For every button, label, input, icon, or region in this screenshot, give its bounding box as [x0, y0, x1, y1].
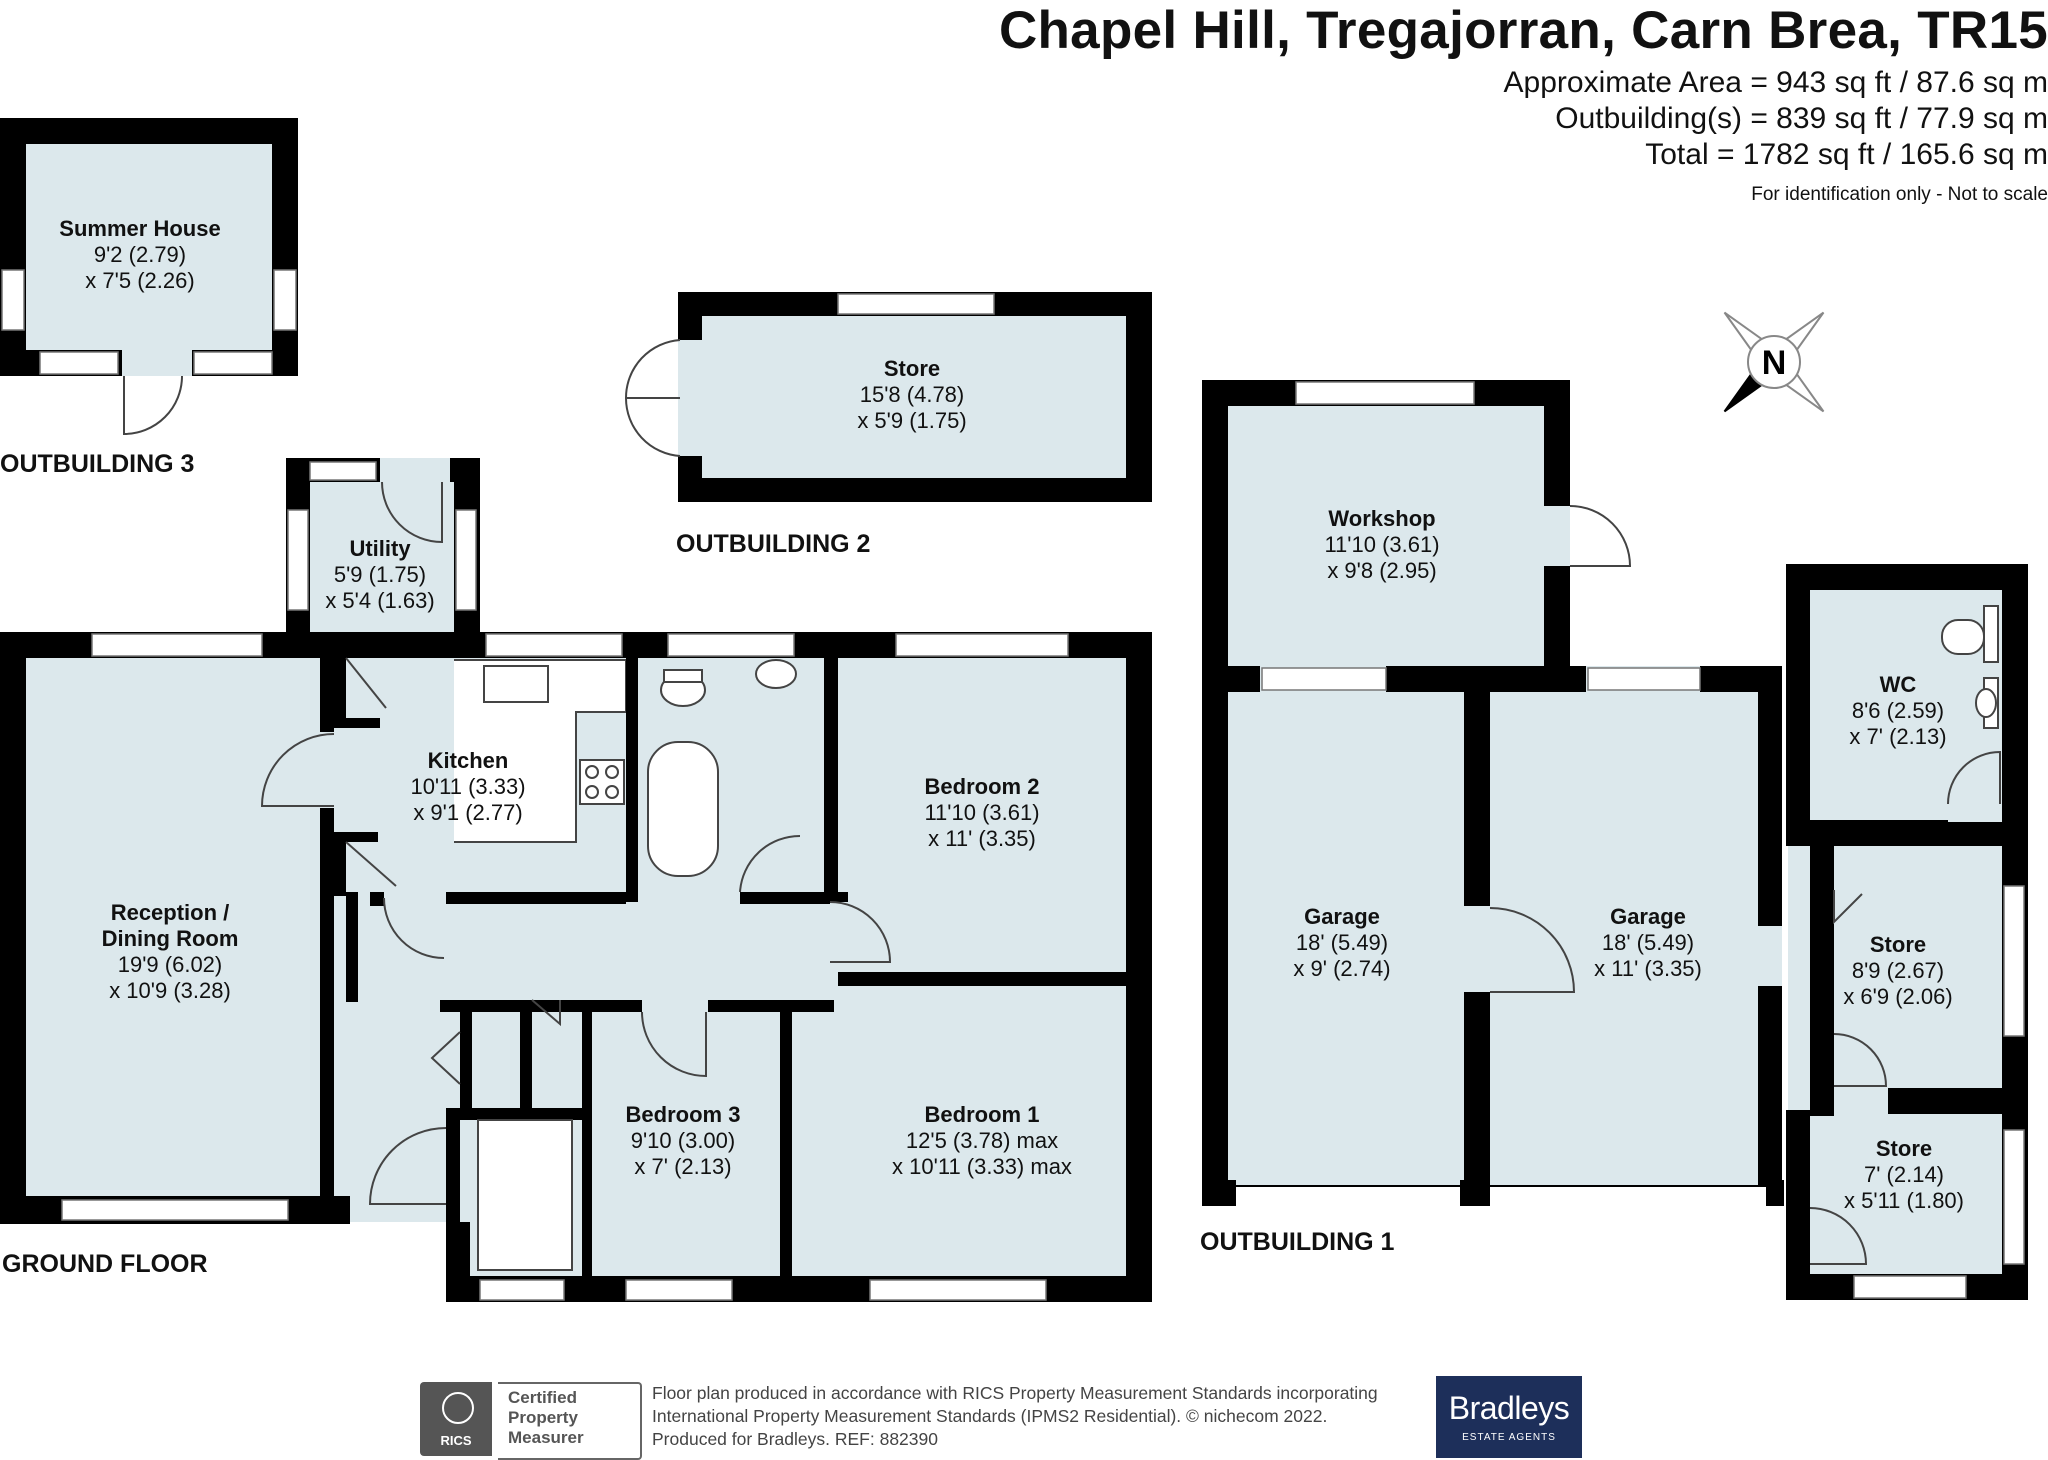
room-name: Bedroom 1	[924, 1102, 1040, 1127]
floor-label-outbuilding2: OUTBUILDING 2	[676, 530, 871, 558]
north-arrow-icon: N	[1723, 311, 1825, 413]
room-name: Bedroom 2	[924, 774, 1040, 799]
room-dim: 12'5 (3.78) max	[905, 1128, 1059, 1153]
property-address: Chapel Hill, Tregajorran, Carn Brea, TR1…	[998, 1, 2048, 60]
room-summer-house: Summer House 9'2 (2.79) x 7'5 (2.26)	[59, 216, 220, 294]
room-name: Dining Room	[101, 926, 239, 951]
outbuilding-1-plan	[1202, 380, 2028, 1300]
cert-line: Measurer	[508, 1428, 584, 1447]
floor-label-outbuilding3: OUTBUILDING 3	[0, 450, 195, 478]
room-dim: 11'10 (3.61)	[1324, 532, 1440, 557]
room-bedroom-2: Bedroom 2 11'10 (3.61) x 11' (3.35)	[924, 774, 1039, 852]
room-name: WC	[1879, 672, 1917, 697]
room-name: Store	[1875, 1136, 1933, 1161]
scale-note: For identification only - Not to scale	[1751, 184, 2048, 205]
room-dim: 5'9 (1.75)	[333, 562, 427, 587]
footer-line: Floor plan produced in accordance with R…	[652, 1383, 1378, 1403]
room-dim: 10'11 (3.33)	[410, 774, 526, 799]
room-reception: Reception / Dining Room 19'9 (6.02) x 10…	[102, 900, 239, 1004]
room-dim: 18' (5.49)	[1295, 930, 1389, 955]
room-name: Garage	[1610, 904, 1686, 929]
room-utility: Utility 5'9 (1.75) x 5'4 (1.63)	[325, 536, 434, 614]
room-dim: 8'6 (2.59)	[1851, 698, 1945, 723]
room-dim: x 7' (2.13)	[1849, 724, 1947, 749]
cert-line: Property	[508, 1408, 578, 1427]
room-dim: 19'9 (6.02)	[117, 952, 223, 977]
room-dim: x 5'4 (1.63)	[325, 588, 435, 613]
room-dim: 9'10 (3.00)	[630, 1128, 736, 1153]
room-dim: x 10'11 (3.33) max	[892, 1154, 1072, 1179]
room-dim: x 9'8 (2.95)	[1327, 558, 1437, 583]
bradleys-logo: Bradleys ESTATE AGENTS	[1436, 1376, 1582, 1458]
room-dim: 7' (2.14)	[1863, 1162, 1945, 1187]
room-dim: x 10'9 (3.28)	[109, 978, 231, 1003]
summer-house-building	[0, 118, 298, 436]
room-dim: 15'8 (4.78)	[859, 382, 965, 407]
room-dim: x 9'1 (2.77)	[413, 800, 523, 825]
room-name: Bedroom 3	[625, 1102, 741, 1127]
room-bedroom-1: Bedroom 1 12'5 (3.78) max x 10'11 (3.33)…	[892, 1102, 1072, 1180]
store-outbuilding-2	[624, 292, 1152, 502]
brand-name: Bradleys	[1448, 1390, 1570, 1426]
floor-label-ground: GROUND FLOOR	[2, 1250, 208, 1278]
brand-subtitle: ESTATE AGENTS	[1462, 1432, 1556, 1443]
cert-line: Certified	[508, 1388, 577, 1407]
certified-property-measurer: Certified Property Measurer	[498, 1382, 642, 1460]
room-wc: WC 8'6 (2.59) x 7' (2.13)	[1849, 672, 1946, 750]
room-store-ob2: Store 15'8 (4.78) x 5'9 (1.75)	[857, 356, 966, 434]
room-dim: 8'9 (2.67)	[1851, 958, 1945, 983]
room-name: Utility	[349, 536, 411, 561]
room-dim: x 7'5 (2.26)	[85, 268, 195, 293]
rics-lion-icon	[442, 1392, 474, 1424]
room-name: Store	[1869, 932, 1927, 957]
compass-letter: N	[1762, 344, 1787, 382]
room-store-b: Store 7' (2.14) x 5'11 (1.80)	[1844, 1136, 1964, 1214]
room-dim: x 5'11 (1.80)	[1844, 1188, 1964, 1213]
room-name: Kitchen	[427, 748, 509, 773]
rics-certified-badge: RICS Certified Property Measurer	[420, 1382, 642, 1460]
room-bedroom-3: Bedroom 3 9'10 (3.00) x 7' (2.13)	[626, 1102, 741, 1180]
footer-line: International Property Measurement Stand…	[652, 1406, 1328, 1426]
room-name: Reception /	[110, 900, 230, 925]
room-kitchen: Kitchen 10'11 (3.33) x 9'1 (2.77)	[410, 748, 525, 826]
room-name: Garage	[1304, 904, 1380, 929]
room-dim: x 6'9 (2.06)	[1843, 984, 1953, 1009]
total-area: Total = 1782 sq ft / 165.6 sq m	[1645, 138, 2048, 171]
room-dim: x 11' (3.35)	[1594, 956, 1702, 981]
room-dim: x 11' (3.35)	[928, 826, 1036, 851]
room-dim: 11'10 (3.61)	[924, 800, 1040, 825]
room-dim: x 9' (2.74)	[1293, 956, 1391, 981]
room-garage-1: Garage 18' (5.49) x 9' (2.74)	[1293, 904, 1390, 982]
floor-label-outbuilding1: OUTBUILDING 1	[1200, 1228, 1395, 1256]
room-name: Summer House	[59, 216, 221, 241]
room-workshop: Workshop 11'10 (3.61) x 9'8 (2.95)	[1324, 506, 1439, 584]
rics-text: RICS	[440, 1433, 472, 1448]
ground-floor-plan	[0, 458, 1152, 1459]
room-dim: x 5'9 (1.75)	[857, 408, 967, 433]
room-dim: 18' (5.49)	[1601, 930, 1695, 955]
room-dim: 9'2 (2.79)	[93, 242, 187, 267]
room-name: Workshop	[1328, 506, 1436, 531]
footer-disclaimer: Floor plan produced in accordance with R…	[652, 1382, 1378, 1451]
room-garage-2: Garage 18' (5.49) x 11' (3.35)	[1594, 904, 1702, 982]
room-dim: x 7' (2.13)	[634, 1154, 732, 1179]
outbuildings-area: Outbuilding(s) = 839 sq ft / 77.9 sq m	[1555, 102, 2048, 135]
rics-logo: RICS	[420, 1382, 492, 1456]
room-store-a: Store 8'9 (2.67) x 6'9 (2.06)	[1843, 932, 1952, 1010]
approx-area: Approximate Area = 943 sq ft / 87.6 sq m	[1503, 66, 2048, 99]
footer-line: Produced for Bradleys. REF: 882390	[652, 1429, 938, 1449]
room-name: Store	[883, 356, 941, 381]
